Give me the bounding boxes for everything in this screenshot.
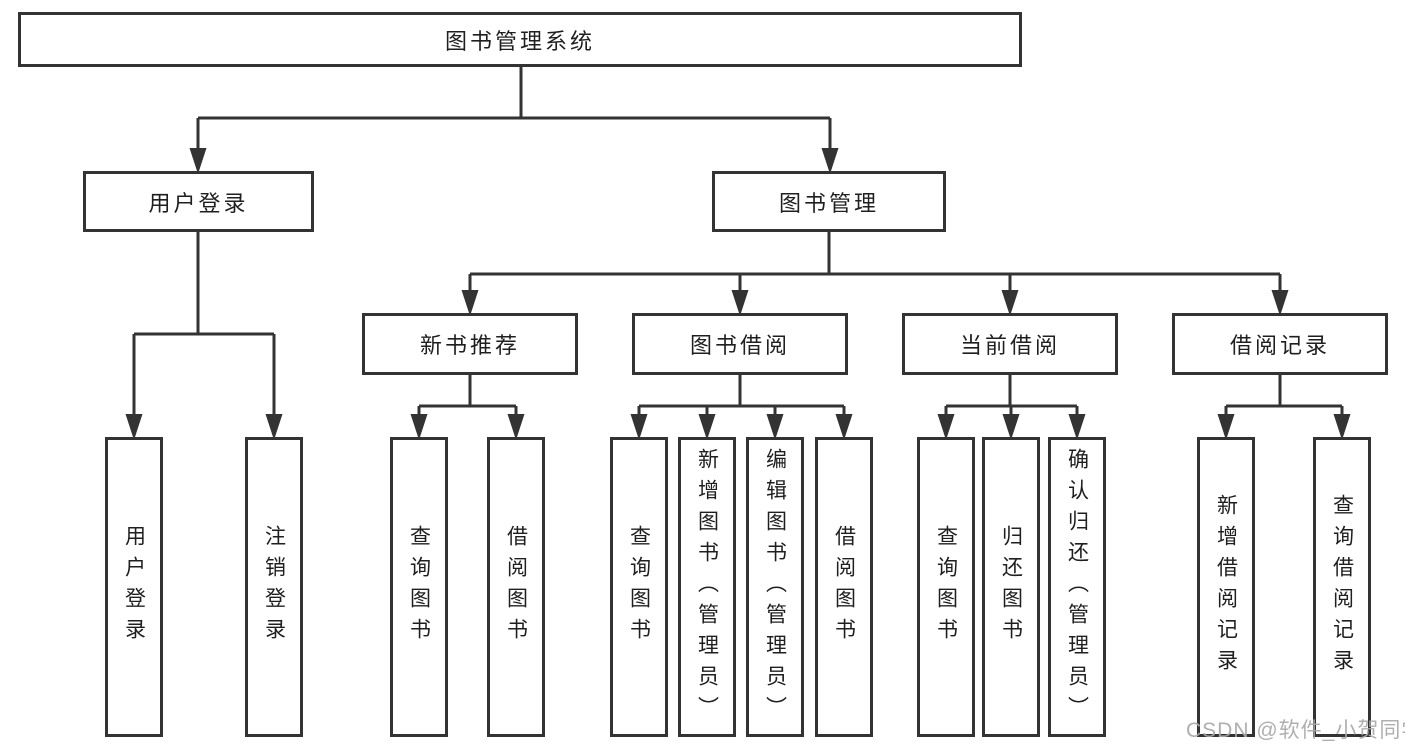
node-current-borrowing: 当前借阅 bbox=[902, 313, 1118, 375]
leaf-add-borrow-record: 新增借阅记录 bbox=[1197, 437, 1255, 737]
leaf-borrow-books: 借阅图书 bbox=[815, 437, 873, 737]
arrowhead-group bbox=[125, 148, 1351, 440]
leaf-query-borrow-record: 查询借阅记录 bbox=[1313, 437, 1371, 737]
node-new-book-recommendation: 新书推荐 bbox=[362, 313, 578, 375]
node-label: 图书借阅 bbox=[689, 333, 790, 358]
node-root-system: 图书管理系统 bbox=[18, 12, 1022, 67]
leaf-query-books: 查询图书 bbox=[610, 437, 668, 737]
leaf-label: 查询图书 bbox=[407, 525, 431, 649]
node-user-login: 用户登录 bbox=[83, 171, 314, 232]
leaf-confirm-return-admin: 确认归还（管理员） bbox=[1048, 437, 1106, 737]
leaf-label: 查询借阅记录 bbox=[1330, 494, 1354, 680]
node-label: 借阅记录 bbox=[1229, 333, 1330, 358]
node-borrowing-records: 借阅记录 bbox=[1172, 313, 1388, 375]
leaf-label: 归还图书 bbox=[999, 525, 1023, 649]
leaf-logout: 注销登录 bbox=[245, 437, 303, 737]
node-label: 图书管理系统 bbox=[444, 28, 595, 54]
leaf-label: 注销登录 bbox=[262, 525, 286, 649]
leaf-label: 用户登录 bbox=[122, 525, 146, 649]
leaf-query-books: 查询图书 bbox=[917, 437, 975, 737]
csdn-watermark: CSDN @软件_小贺同学 bbox=[1186, 719, 1405, 742]
leaf-label: 确认归还（管理员） bbox=[1065, 447, 1089, 727]
leaf-return-books: 归还图书 bbox=[982, 437, 1040, 737]
node-label: 图书管理 bbox=[778, 190, 879, 216]
leaf-label: 新增借阅记录 bbox=[1214, 494, 1238, 680]
leaf-label: 查询图书 bbox=[934, 525, 958, 649]
leaf-label: 编辑图书（管理员） bbox=[763, 447, 787, 727]
node-label: 用户登录 bbox=[148, 190, 249, 216]
leaf-label: 借阅图书 bbox=[504, 525, 528, 649]
leaf-query-books: 查询图书 bbox=[390, 437, 448, 737]
leaf-borrow-books: 借阅图书 bbox=[487, 437, 545, 737]
leaf-add-books-admin: 新增图书（管理员） bbox=[678, 437, 736, 737]
leaf-edit-books-admin: 编辑图书（管理员） bbox=[746, 437, 804, 737]
leaf-label: 新增图书（管理员） bbox=[695, 447, 719, 727]
node-book-borrowing: 图书借阅 bbox=[632, 313, 848, 375]
node-book-management: 图书管理 bbox=[712, 171, 946, 232]
node-label: 当前借阅 bbox=[959, 333, 1060, 358]
node-label: 新书推荐 bbox=[419, 333, 520, 358]
leaf-label: 查询图书 bbox=[627, 525, 651, 649]
leaf-user-login: 用户登录 bbox=[105, 437, 163, 737]
leaf-label: 借阅图书 bbox=[832, 525, 856, 649]
